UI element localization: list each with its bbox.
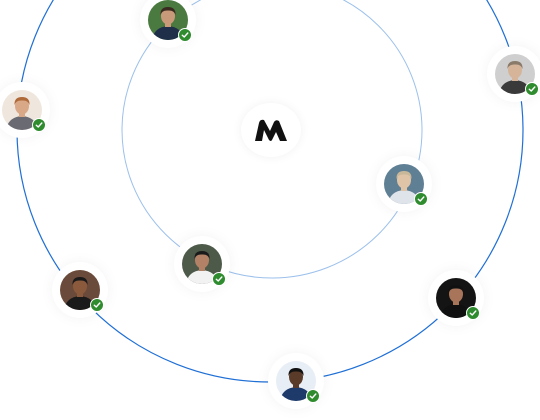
brand-logo [241,103,301,157]
avatar-person-left-top[interactable] [2,90,46,132]
verified-badge [90,298,104,312]
avatar-person-inner-right[interactable] [384,164,428,206]
avatar-person-top-center[interactable] [148,0,192,42]
avatar-photo [276,361,316,401]
check-icon [35,122,43,128]
verified-badge [306,389,320,403]
check-icon [417,196,425,202]
avatar-person-left-bottom[interactable] [60,270,104,312]
avatar-photo [495,54,535,94]
avatar-person-right-top[interactable] [495,54,539,96]
avatar-person-bottom-center[interactable] [276,361,320,403]
brand-m-logo-icon [255,119,287,141]
outer-orbit [16,0,524,383]
avatar-person-right-bottom[interactable] [436,278,480,320]
check-icon [528,86,536,92]
person-portrait [60,270,100,310]
inner-orbit [121,0,423,279]
avatar-photo [384,164,424,204]
verified-badge [466,306,480,320]
person-portrait [384,164,424,204]
verified-badge [32,118,46,132]
check-icon [469,310,477,316]
check-icon [309,393,317,399]
verified-badge [525,82,539,96]
avatar-person-inner-bottom[interactable] [182,244,226,286]
verified-badge [178,28,192,42]
check-icon [215,276,223,282]
person-portrait [495,54,535,94]
person-portrait [276,361,316,401]
check-icon [93,302,101,308]
verified-badge [212,272,226,286]
avatar-photo [60,270,100,310]
verified-badge [414,192,428,206]
check-icon [181,32,189,38]
